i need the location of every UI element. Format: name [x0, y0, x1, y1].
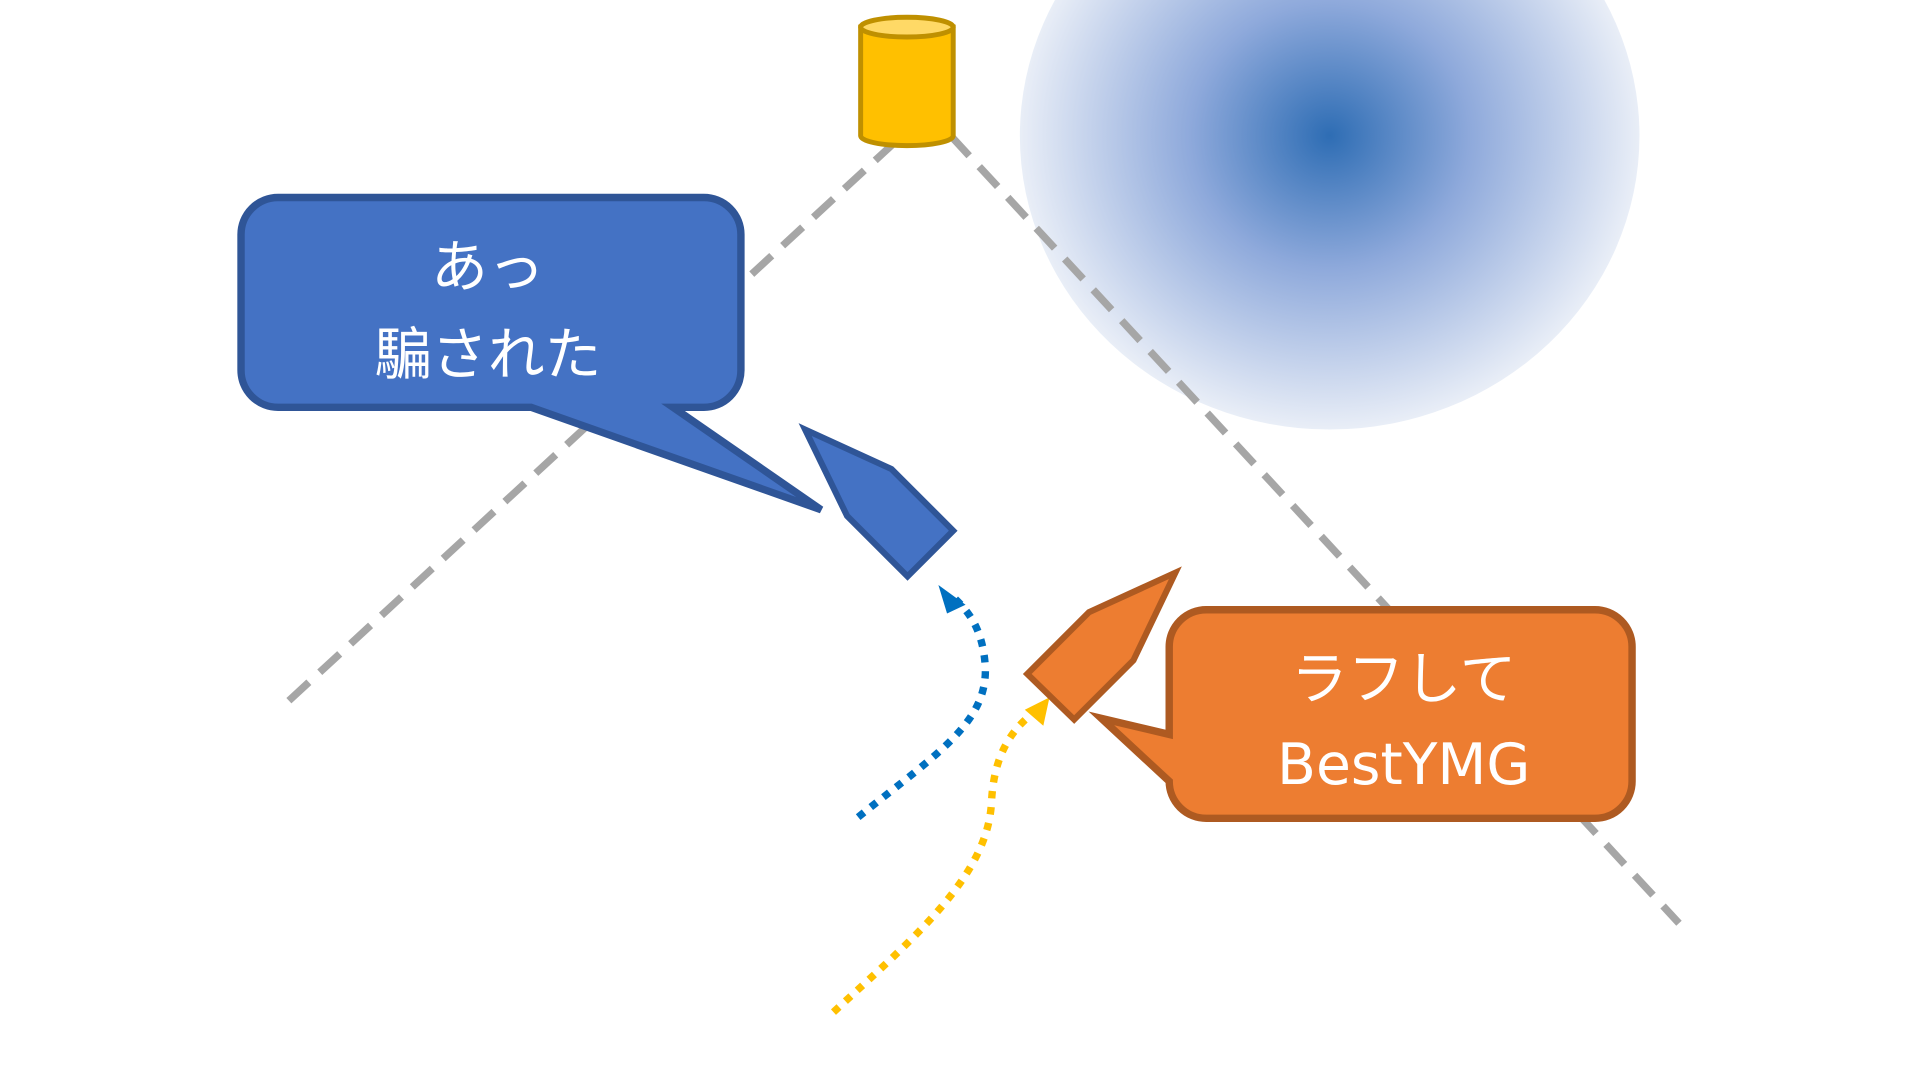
blue-boat-track [855, 592, 990, 820]
yellow-boat-track [830, 706, 1040, 1015]
orange-boat [1022, 566, 1182, 724]
layline-left [279, 139, 898, 710]
blue-callout-line2: 騙された [374, 322, 601, 388]
blue-callout-line1: あっ [431, 234, 545, 300]
mark-buoy-icon [858, 14, 956, 149]
orange-callout-line1: ラフして [1291, 647, 1516, 713]
blue-track-arrowhead [938, 585, 966, 614]
wind-shift-zone [1019, 0, 1640, 430]
orange-callout-line2: BestYMG [1277, 732, 1530, 798]
blue-speech-callout: あっ 騙された [237, 193, 824, 514]
blue-boat [798, 423, 958, 581]
yellow-track-arrowhead [1024, 697, 1050, 726]
orange-speech-callout: ラフして BestYMG [1088, 606, 1636, 823]
